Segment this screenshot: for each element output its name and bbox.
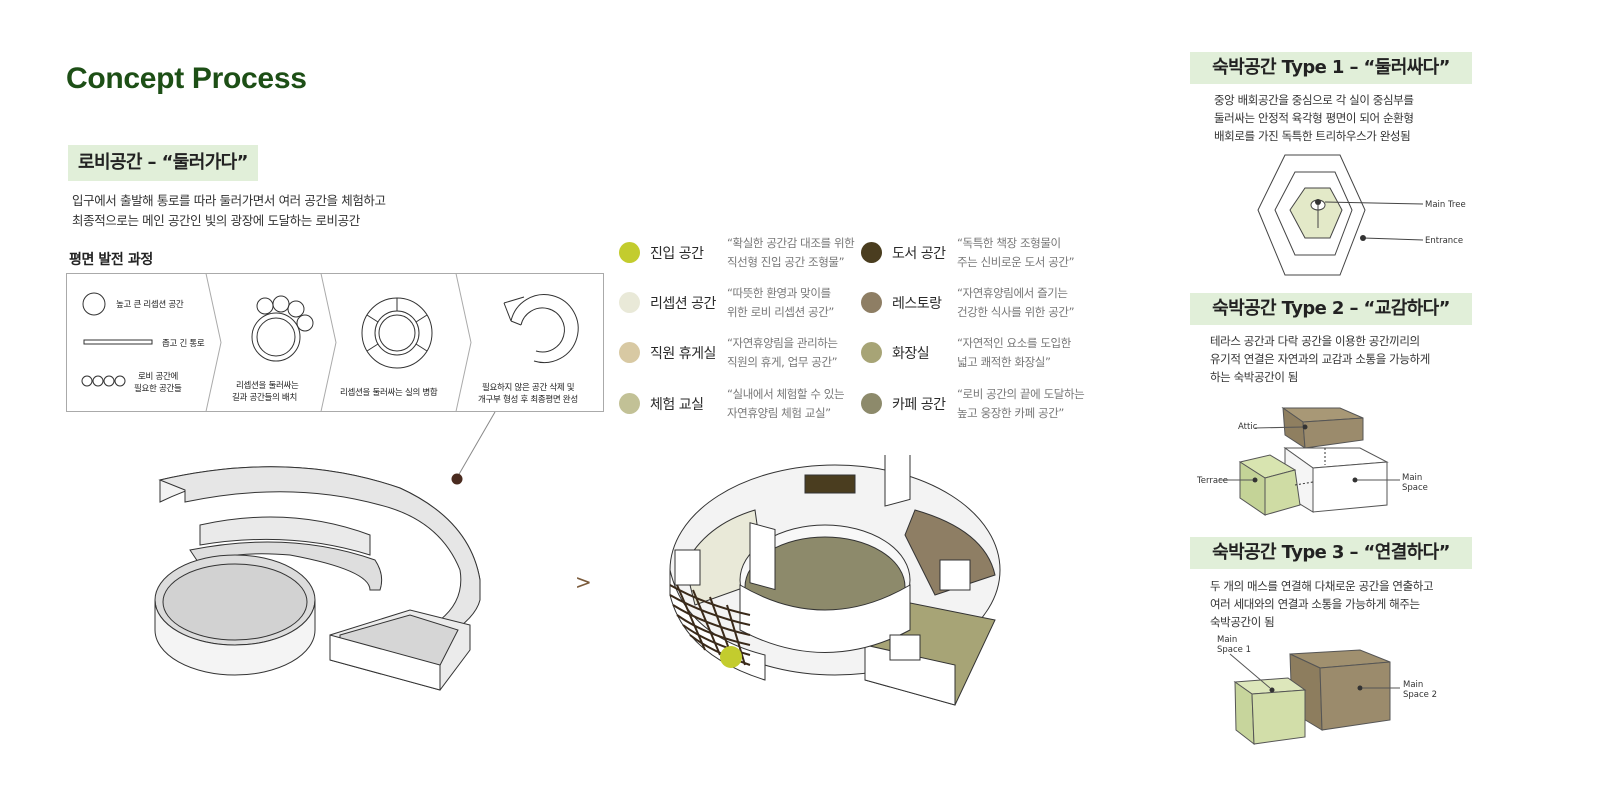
- main-tree-marker-icon: [1315, 199, 1321, 205]
- lobby-desc-line-2: 최종적으로는 메인 공간인 빛의 광장에 도달하는 로비공간: [72, 213, 360, 228]
- legend-dot-icon: [861, 242, 882, 263]
- step1-plan-sketch: [251, 295, 314, 362]
- legend-name: 리셉션 공간: [650, 296, 716, 312]
- legend-dot-icon: [619, 393, 640, 414]
- rooms-icon: [81, 375, 126, 387]
- type3-label-main-2: Main: [1403, 680, 1423, 690]
- plan-development-heading: 평면 발전 과정: [69, 252, 153, 268]
- step1-label-2: 길과 공간들의 배치: [232, 392, 297, 403]
- narrow-corridor-icon: [83, 339, 153, 345]
- lobby-massing-model-colored: [669, 455, 1001, 706]
- step3-plan-sketch: [503, 294, 579, 364]
- terrace-marker-icon: [1252, 477, 1258, 483]
- legend-name: 도서 공간: [892, 246, 946, 262]
- legend-dot-icon: [861, 342, 882, 363]
- legend-big-circle-label: 높고 큰 리셉션 공간: [116, 299, 184, 310]
- type1-label-main-tree: Main Tree: [1425, 200, 1466, 210]
- lobby-massing-model-white: [154, 466, 481, 691]
- type2-label-terrace: Terrace: [1196, 476, 1228, 486]
- attic-marker-icon: [1302, 424, 1308, 430]
- plan-development-diagram: 높고 큰 리셉션 공간 좁고 긴 통로 로비 공간에 필요한 공간들 리셉션을 …: [66, 273, 604, 412]
- type3-label-main-1: Main: [1217, 635, 1237, 645]
- type2-label-space: Space: [1402, 483, 1428, 493]
- legend-dot-icon: [619, 342, 640, 363]
- legend-name: 진입 공간: [650, 246, 704, 262]
- type1-band: 숙박공간 Type 1 – “둘러싸다”: [1190, 52, 1472, 84]
- legend-name: 화장실: [892, 346, 930, 362]
- main-space-1-marker-icon: [1269, 687, 1275, 693]
- legend-narrow-label: 좁고 긴 통로: [162, 338, 205, 349]
- legend-dot-icon: [619, 292, 640, 313]
- legend-name: 체험 교실: [650, 397, 704, 413]
- lobby-desc-line-1: 입구에서 출발해 통로를 따라 둘러가면서 여러 공간을 체험하고: [72, 193, 386, 208]
- type3-label-space-2: Space 2: [1403, 690, 1437, 700]
- legend-dot-icon: [619, 242, 640, 263]
- type2-band: 숙박공간 Type 2 – “교감하다”: [1190, 293, 1472, 325]
- entry-marker-icon: [720, 646, 742, 668]
- type3-band: 숙박공간 Type 3 – “연결하다”: [1190, 537, 1472, 569]
- callout-dot-icon: [451, 473, 463, 485]
- type1-label-entrance: Entrance: [1425, 236, 1463, 246]
- step3-label-1: 필요하지 않은 공간 삭제 및: [482, 382, 575, 393]
- legend-rooms-label-2: 필요한 공간들: [134, 383, 182, 394]
- big-circle-icon: [82, 292, 106, 316]
- lobby-description: 입구에서 출발해 통로를 따라 둘러가면서 여러 공간을 체험하고 최종적으로는…: [72, 191, 386, 231]
- legend-dot-icon: [861, 393, 882, 414]
- entry-lattice: [669, 584, 751, 666]
- type2-mass-diagram: Attic Terrace Main Space: [1196, 406, 1428, 516]
- legend-dot-icon: [861, 292, 882, 313]
- legend-name: 직원 휴게실: [650, 346, 716, 362]
- process-arrow-icon: >: [575, 570, 592, 594]
- step3-label-2: 개구부 형성 후 최종평면 완성: [478, 394, 578, 405]
- type2-label-attic: Attic: [1238, 422, 1258, 432]
- type3-mass-diagram: Main Space 1 Main Space 2: [1217, 635, 1437, 746]
- page-title: Concept Process: [66, 62, 307, 95]
- step1-label-1: 리셉션을 둘러싸는: [236, 380, 299, 391]
- type1-hexagon-diagram: Main Tree Entrance: [1257, 154, 1466, 276]
- legend-rooms-label-1: 로비 공간에: [138, 371, 178, 382]
- step2-label: 리셉션을 둘러싸는 실의 병합: [340, 387, 438, 398]
- legend-name: 레스토랑: [892, 296, 942, 312]
- lobby-section-band: 로비공간 – “둘러가다”: [68, 145, 258, 181]
- callout-leader: [451, 411, 496, 485]
- main-space-2-marker-icon: [1357, 685, 1363, 691]
- type2-label-main: Main: [1402, 473, 1422, 483]
- type3-label-space-1: Space 1: [1217, 645, 1251, 655]
- entrance-marker-icon: [1360, 235, 1366, 241]
- legend-name: 카페 공간: [892, 397, 946, 413]
- main-space-marker-icon: [1352, 477, 1358, 483]
- step2-plan-sketch: [361, 297, 433, 369]
